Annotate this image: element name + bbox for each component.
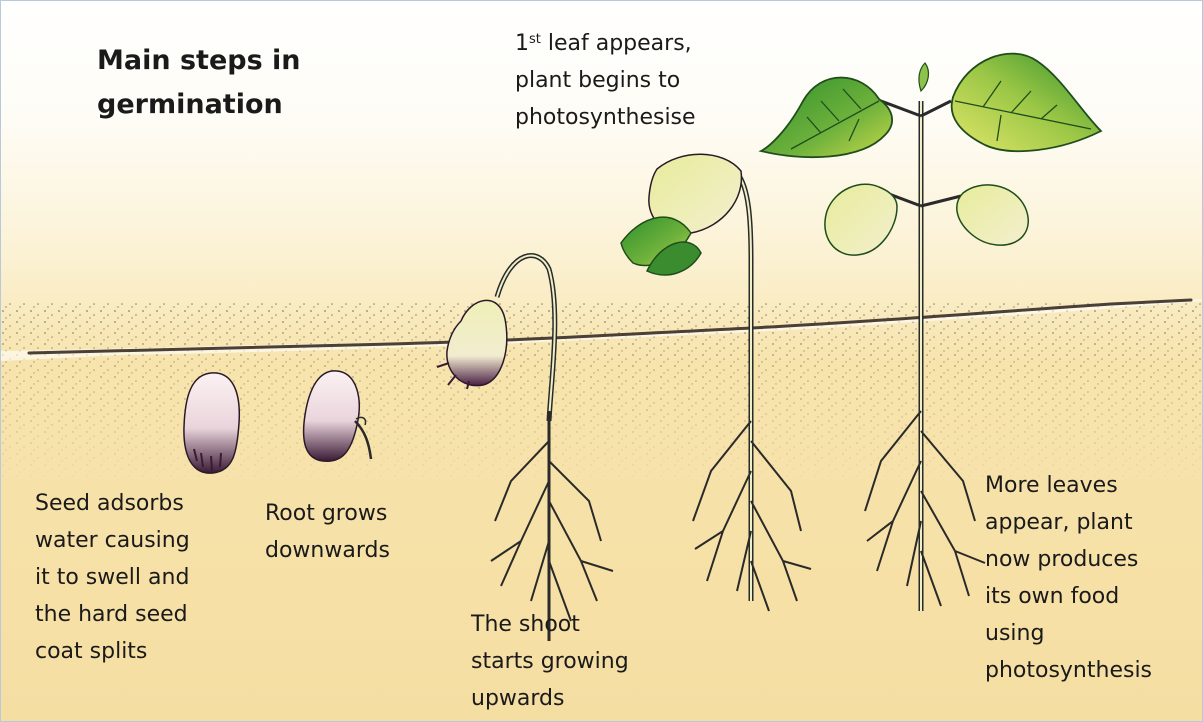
step-1-label: Seed adsorbs water causing it to swell a… <box>35 485 190 670</box>
seed-swelling <box>184 373 239 473</box>
title-line: germination <box>97 83 357 127</box>
step-4-label: 1st leaf appears, plant begins to photos… <box>515 25 696 136</box>
step-5-label: More leaves appear, plant now produces i… <box>985 467 1152 689</box>
step-2-label: Root grows downwards <box>265 495 390 569</box>
title-line: Main steps in <box>97 39 357 83</box>
step-3-label: The shoot starts growing upwards <box>471 606 629 717</box>
diagram-title: Main steps in germination <box>97 39 357 127</box>
